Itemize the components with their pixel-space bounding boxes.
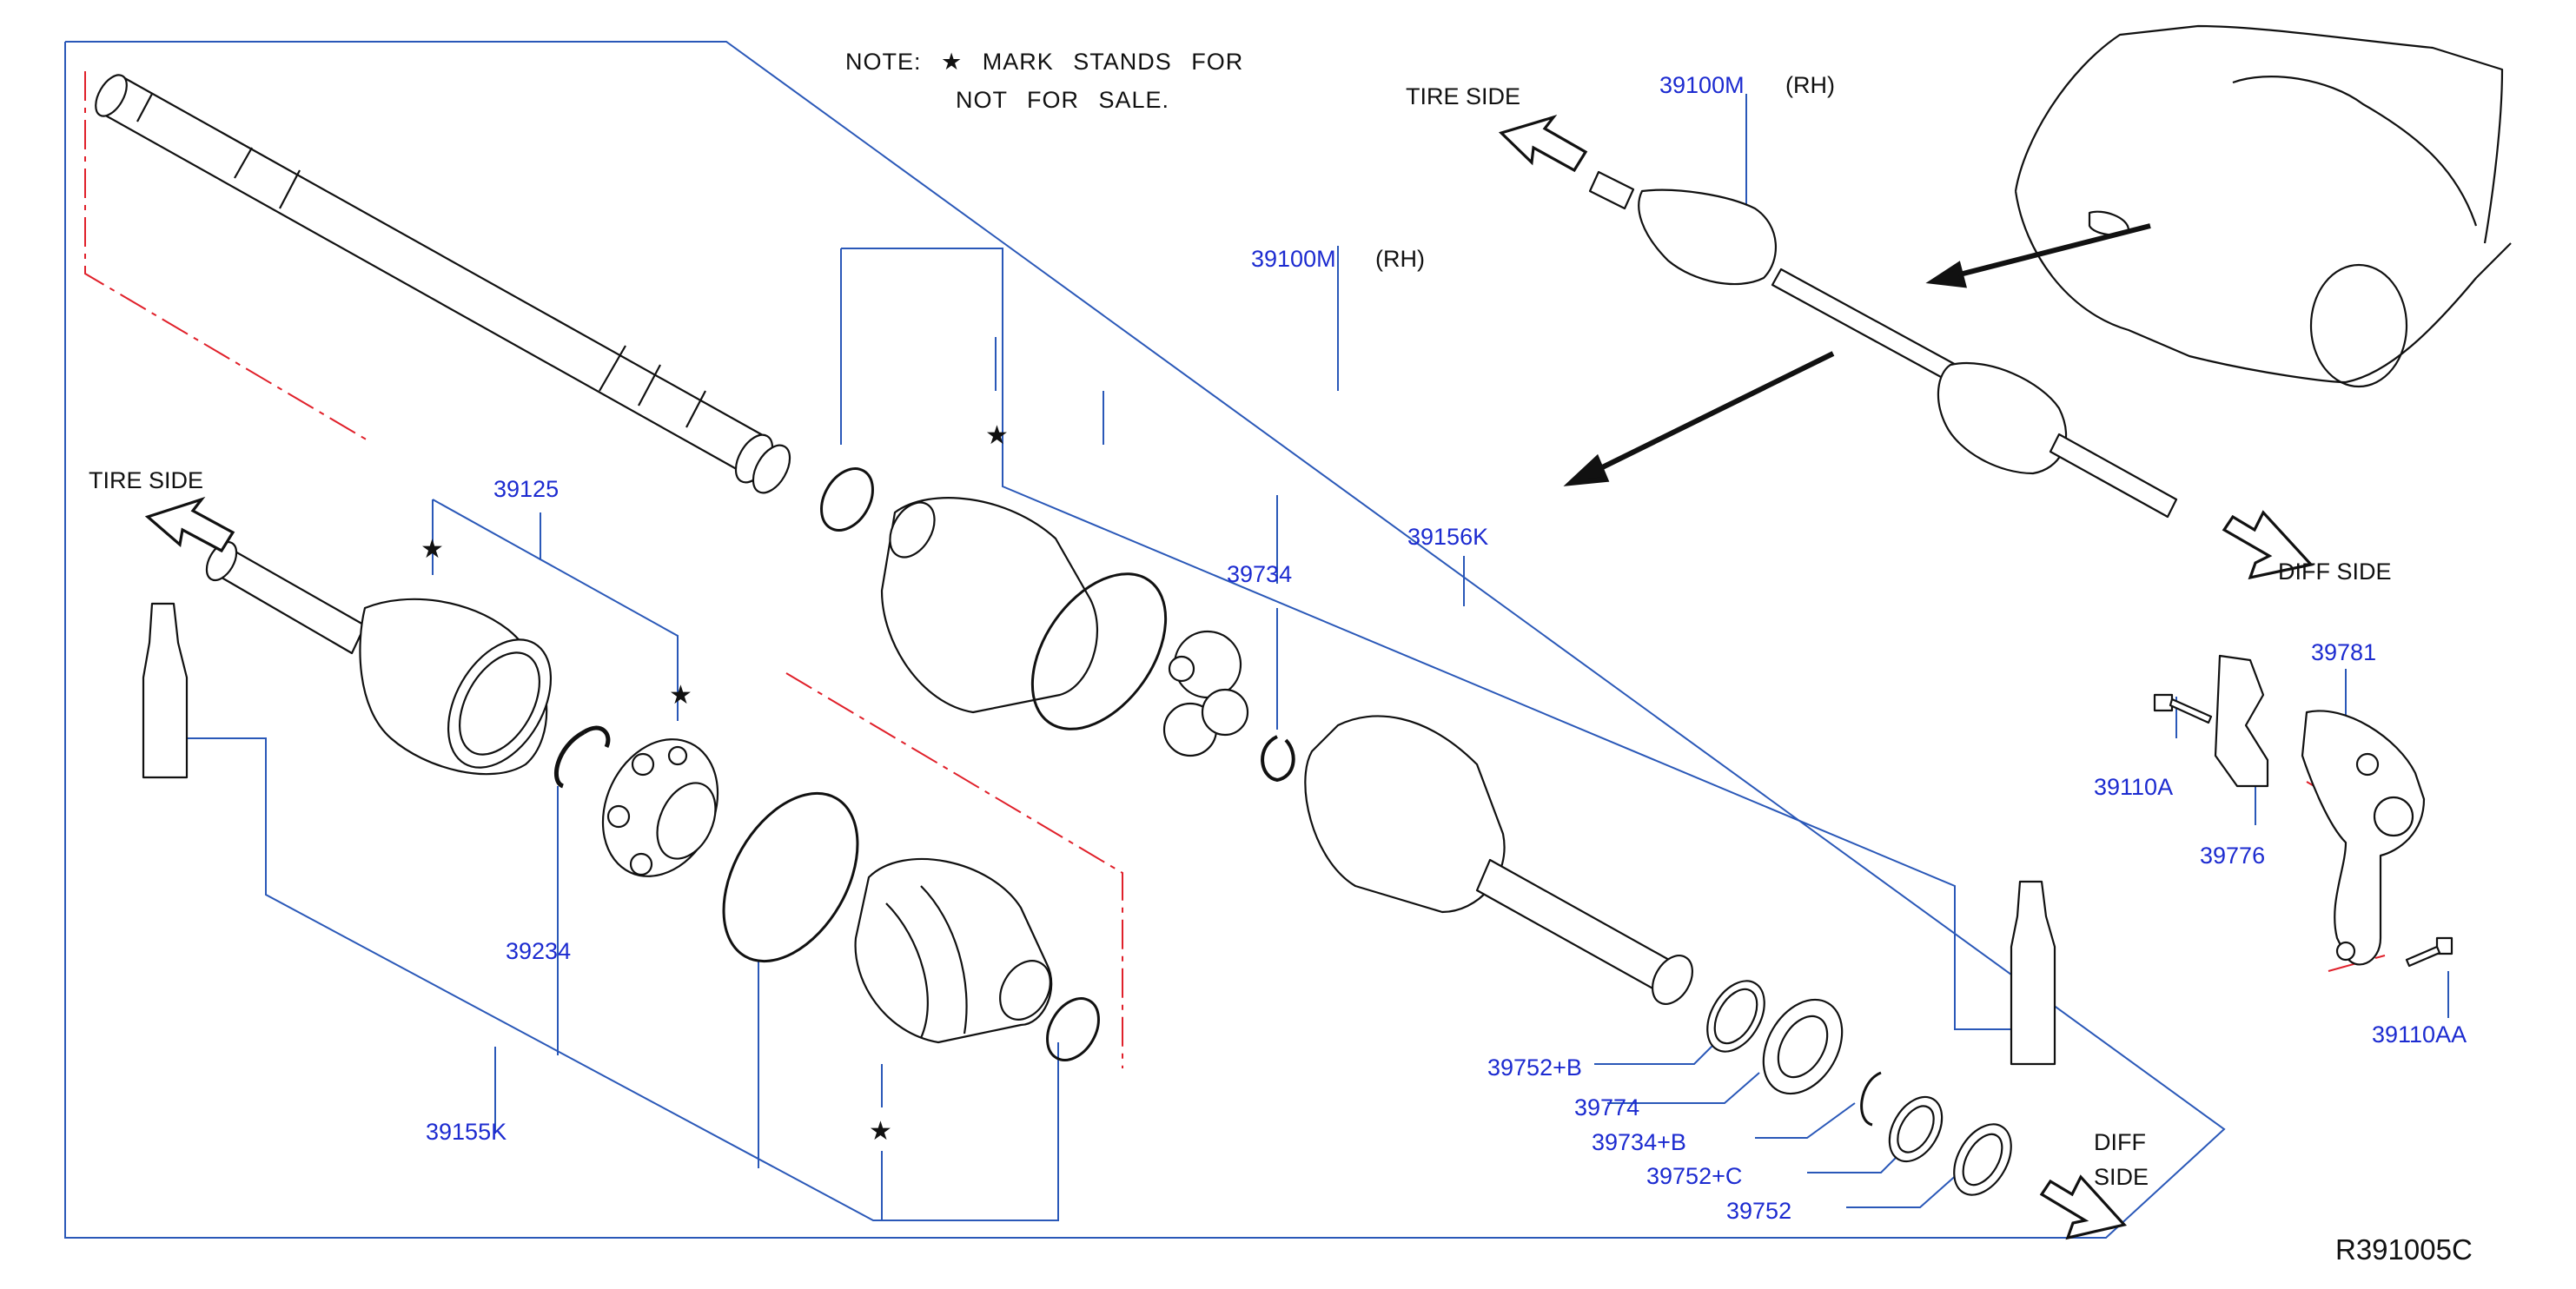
part-39776: 39776	[2200, 843, 2266, 869]
direction-arrows	[144, 115, 2314, 1240]
part-39752-C: 39752+C	[1646, 1163, 1743, 1189]
part-39110A: 39110A	[2094, 774, 2174, 800]
label-diff-side-right: DIFF SIDE	[2278, 559, 2392, 585]
bearing-rings	[1706, 980, 2012, 1196]
boot-band	[722, 791, 859, 963]
star-mark-3: ★	[669, 681, 692, 710]
part-39100M-main: 39100M	[1251, 246, 1336, 272]
boot-left	[854, 857, 1053, 1044]
bolts	[2153, 693, 2453, 968]
star-mark-4: ★	[869, 1117, 892, 1146]
arrow-tire-side-left-icon	[144, 496, 235, 553]
note-line-1: NOTE: ★ MARK STANDS FOR	[845, 49, 1244, 75]
part-39752: 39752	[1726, 1198, 1792, 1224]
outer-cv-joint	[205, 540, 553, 776]
part-39125: 39125	[493, 476, 560, 502]
car-front-outline-icon	[2014, 24, 2512, 388]
part-39100M-top: 39100M	[1659, 72, 1745, 98]
inner-race	[601, 738, 719, 877]
arrow-diff-side-right-icon	[2222, 510, 2314, 580]
part-39752-B: 39752+B	[1487, 1054, 1582, 1081]
inner-joint-housing	[1304, 715, 1694, 1005]
pointer-arrows	[1563, 223, 2151, 486]
part-39774: 39774	[1574, 1094, 1640, 1120]
snap-ring	[554, 725, 611, 789]
bracket	[2214, 654, 2426, 966]
note-line-2: NOT FOR SALE.	[956, 87, 1170, 113]
star-mark-1: ★	[985, 421, 1009, 450]
large-band-center	[1030, 572, 1168, 730]
part-39110AA: 39110AA	[2372, 1021, 2467, 1048]
label-tire-side-top: TIRE SIDE	[1406, 83, 1521, 109]
part-39734: 39734	[1227, 561, 1293, 587]
part-39100M-top-rh: (RH)	[1785, 72, 1835, 98]
grease-tube-left	[142, 602, 189, 779]
label-diff-side-bottom-2: SIDE	[2094, 1164, 2149, 1190]
boot-center	[880, 497, 1098, 714]
boot-band-small-top	[820, 467, 874, 532]
label-diff-side-bottom-1: DIFF	[2094, 1129, 2146, 1155]
leader-lines	[64, 41, 2449, 1239]
label-tire-side-left: TIRE SIDE	[89, 467, 204, 493]
parts-drawing	[95, 24, 2512, 1196]
drive-shaft	[95, 74, 791, 494]
star-mark-2: ★	[421, 535, 444, 564]
part-39100M-main-rh: (RH)	[1375, 246, 1425, 272]
arrow-diff-side-bottom-icon	[2039, 1174, 2128, 1240]
part-39781: 39781	[2311, 639, 2377, 665]
part-39156K: 39156K	[1407, 524, 1489, 550]
grease-tube-right	[2010, 880, 2056, 1066]
small-band	[1046, 997, 1100, 1061]
arrow-tire-side-top-icon	[1498, 115, 1588, 173]
shaft-assembly-top	[1588, 170, 2178, 519]
circlip	[1261, 735, 1295, 782]
part-39234: 39234	[506, 938, 572, 964]
part-39734-B: 39734+B	[1592, 1129, 1686, 1155]
tripod	[1162, 630, 1249, 757]
part-39155K: 39155K	[426, 1119, 507, 1145]
diagram-code: R391005C	[2335, 1233, 2473, 1266]
